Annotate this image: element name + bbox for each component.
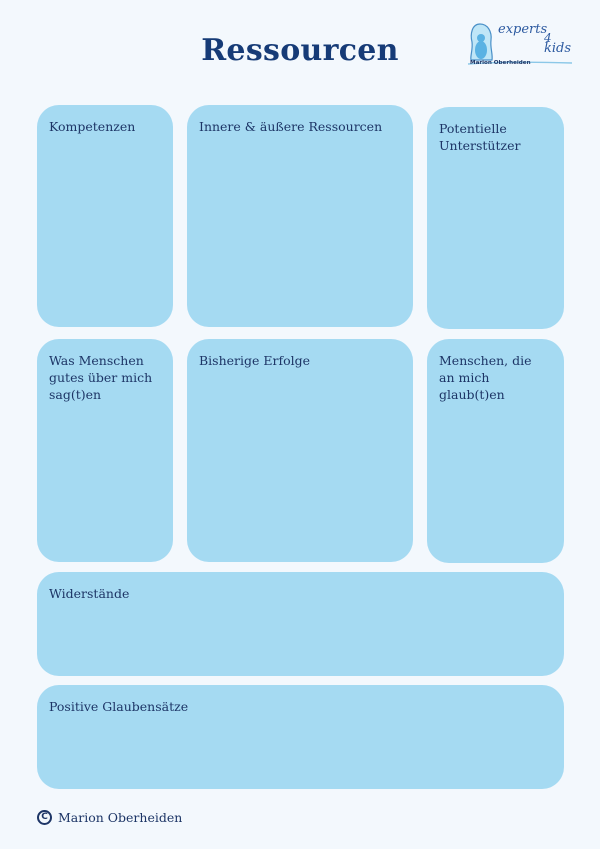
box-bisherige-erfolge[interactable]: Bisherige Erfolge <box>187 339 413 562</box>
box-label: Widerstände <box>49 586 130 601</box>
box-label: Potentielle Unterstützer <box>439 121 521 153</box>
logo-text-kids: kids <box>544 41 572 56</box>
box-innere-aeussere-ressourcen[interactable]: Innere & äußere Ressourcen <box>187 105 413 327</box>
page-title: Ressourcen <box>201 33 399 68</box>
box-potentielle-unterstuetzer[interactable]: Potentielle Unterstützer <box>427 107 564 329</box>
experts4kids-logo: experts 4 kids Marion Oberheiden <box>466 20 576 70</box>
box-label: Innere & äußere Ressourcen <box>199 119 383 134</box>
box-label: Bisherige Erfolge <box>199 353 311 368</box>
box-label: Was Menschen gutes über mich sag(t)en <box>49 353 153 402</box>
box-positive-glaubensaetze[interactable]: Positive Glaubensätze <box>37 685 564 789</box>
copyright-icon: C <box>37 809 52 825</box>
footer: C Marion Oberheiden <box>37 808 182 826</box>
box-label: Positive Glaubensätze <box>49 699 189 714</box>
logo-text-experts: experts <box>498 22 548 37</box>
logo-text-4: 4 <box>544 31 552 45</box>
box-label: Kompetenzen <box>49 119 136 134</box>
logo-figure-icon <box>467 23 573 65</box>
box-menschen-die-an-mich-glaubten[interactable]: Menschen, die an mich glaub(t)en <box>427 339 564 563</box>
box-widerstaende[interactable]: Widerstände <box>37 572 564 676</box>
logo-author-name: Marion Oberheiden <box>470 60 531 66</box>
box-kompetenzen[interactable]: Kompetenzen <box>37 105 173 327</box>
box-was-menschen-sagten[interactable]: Was Menschen gutes über mich sag(t)en <box>37 339 173 562</box>
box-label: Menschen, die an mich glaub(t)en <box>439 353 532 402</box>
footer-author: Marion Oberheiden <box>58 809 183 825</box>
